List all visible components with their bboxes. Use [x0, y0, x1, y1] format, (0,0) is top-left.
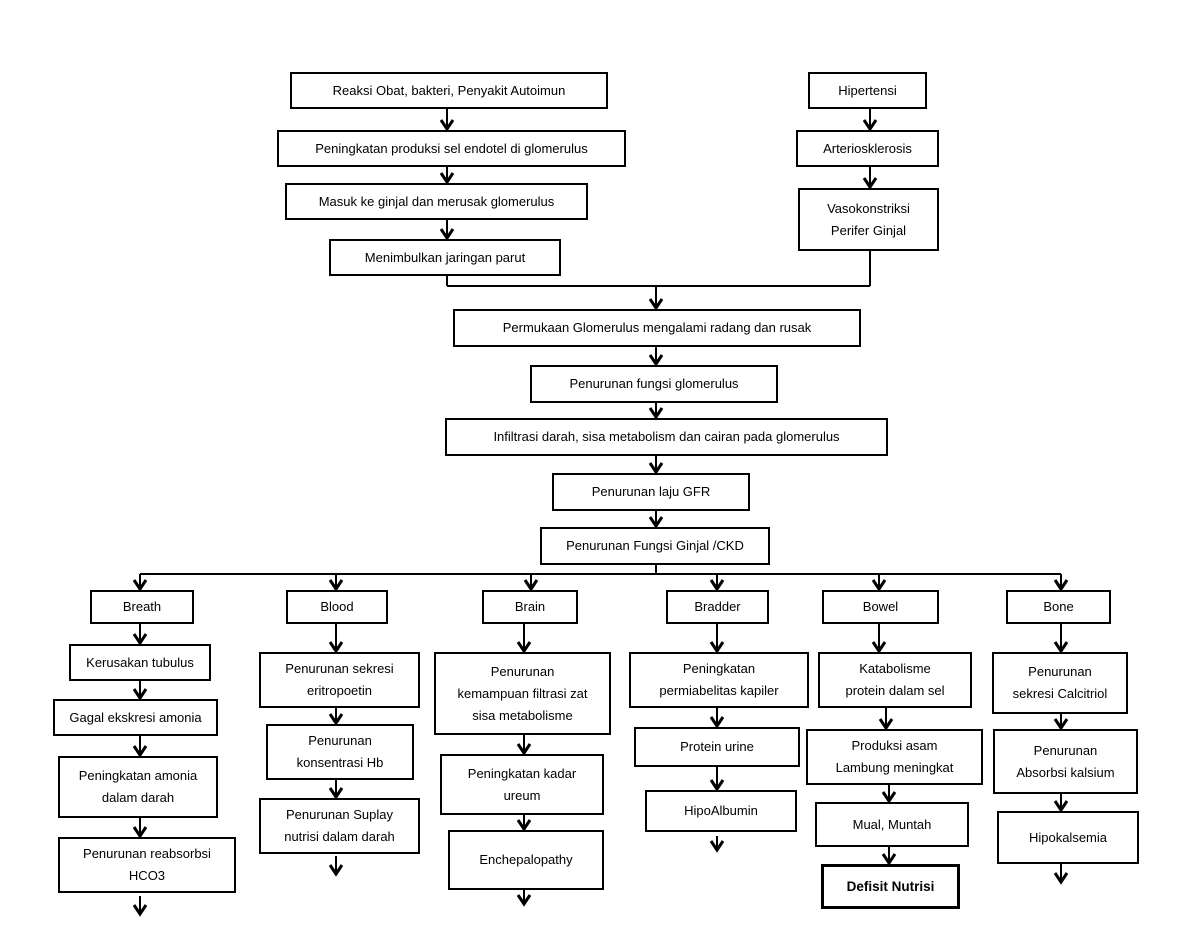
main-step-2: Penurunan fungsi glomerulus	[530, 365, 778, 403]
branch-bone-title: Bone	[1006, 590, 1111, 624]
arrow-head	[439, 228, 455, 241]
arrow-head	[328, 787, 344, 800]
bone-step-2: Penurunan Absorbsi kalsium	[993, 729, 1138, 794]
bone-step-3: Hipokalsemia	[997, 811, 1139, 864]
arrow-head	[1053, 579, 1069, 592]
arrow-head	[132, 904, 148, 917]
blood-step-3: Penurunan Suplay nutrisi dalam darah	[259, 798, 420, 854]
arrow-head	[862, 119, 878, 132]
arrow-head	[328, 579, 344, 592]
cause-left-2: Peningkatan produksi sel endotel di glom…	[277, 130, 626, 167]
arrow-head	[328, 864, 344, 877]
arrow-head	[709, 579, 725, 592]
cause-left-4: Menimbulkan jaringan parut	[329, 239, 561, 276]
bone-step-1: Penurunan sekresi Calcitriol	[992, 652, 1128, 714]
arrow-head	[881, 853, 897, 866]
arrow-head	[648, 354, 664, 367]
breath-step-4: Penurunan reabsorbsi HCO3	[58, 837, 236, 893]
bowel-step-3: Mual, Muntah	[815, 802, 969, 847]
breath-step-3: Peningkatan amonia dalam darah	[58, 756, 218, 818]
cause-right-3: Vasokonstriksi Perifer Ginjal	[798, 188, 939, 251]
brain-step-1: Penurunan kemampuan filtrasi zat sisa me…	[434, 652, 611, 735]
brain-step-3: Enchepalopathy	[448, 830, 604, 890]
arrow-head	[709, 840, 725, 853]
arrow-head	[709, 716, 725, 729]
arrow-head	[132, 826, 148, 839]
arrow-head	[439, 172, 455, 185]
main-step-4: Penurunan laju GFR	[552, 473, 750, 511]
branch-breath-title: Breath	[90, 590, 194, 624]
branch-bowel-title: Bowel	[822, 590, 939, 624]
blood-step-2: Penurunan konsentrasi Hb	[266, 724, 414, 780]
arrow-head	[1053, 718, 1069, 731]
main-step-3: Infiltrasi darah, sisa metabolism dan ca…	[445, 418, 888, 456]
arrow-head	[709, 779, 725, 792]
arrow-head	[132, 633, 148, 646]
arrow-head	[439, 119, 455, 132]
blood-step-1: Penurunan sekresi eritropoetin	[259, 652, 420, 708]
arrow-head	[132, 688, 148, 701]
arrow-head	[709, 641, 725, 654]
branch-blood-title: Blood	[286, 590, 388, 624]
arrow-head	[648, 407, 664, 420]
arrow-head	[516, 641, 532, 654]
cause-left-1: Reaksi Obat, bakteri, Penyakit Autoimun	[290, 72, 608, 109]
arrow-head	[648, 516, 664, 529]
arrow-head	[516, 743, 532, 756]
arrow-head	[516, 894, 532, 907]
bradder-step-1: Peningkatan permiabelitas kapiler	[629, 652, 809, 708]
branch-bradder-title: Bradder	[666, 590, 769, 624]
bradder-step-3: HipoAlbumin	[645, 790, 797, 832]
bowel-step-2: Produksi asam Lambung meningkat	[806, 729, 983, 785]
arrow-head	[648, 298, 664, 311]
bowel-step-1: Katabolisme protein dalam sel	[818, 652, 972, 708]
cause-right-2: Arteriosklerosis	[796, 130, 939, 167]
arrow-head	[1053, 872, 1069, 885]
arrow-head	[871, 579, 887, 592]
arrow-head	[881, 791, 897, 804]
arrow-head	[328, 641, 344, 654]
brain-step-2: Peningkatan kadar ureum	[440, 754, 604, 815]
bowel-step-defisit-nutrisi: Defisit Nutrisi	[821, 864, 960, 909]
branch-brain-title: Brain	[482, 590, 578, 624]
arrow-head	[516, 819, 532, 832]
arrow-head	[132, 745, 148, 758]
arrow-head	[862, 177, 878, 190]
arrow-head	[523, 579, 539, 592]
cause-right-1: Hipertensi	[808, 72, 927, 109]
cause-left-3: Masuk ke ginjal dan merusak glomerulus	[285, 183, 588, 220]
arrow-head	[878, 718, 894, 731]
arrow-head	[871, 641, 887, 654]
arrow-head	[648, 462, 664, 475]
bradder-step-2: Protein urine	[634, 727, 800, 767]
main-step-1: Permukaan Glomerulus mengalami radang da…	[453, 309, 861, 347]
breath-step-2: Gagal ekskresi amonia	[53, 699, 218, 736]
arrow-head	[1053, 800, 1069, 813]
arrow-head	[1053, 641, 1069, 654]
arrow-head	[132, 579, 148, 592]
main-step-ckd: Penurunan Fungsi Ginjal /CKD	[540, 527, 770, 565]
breath-step-1: Kerusakan tubulus	[69, 644, 211, 681]
arrow-head	[328, 713, 344, 726]
